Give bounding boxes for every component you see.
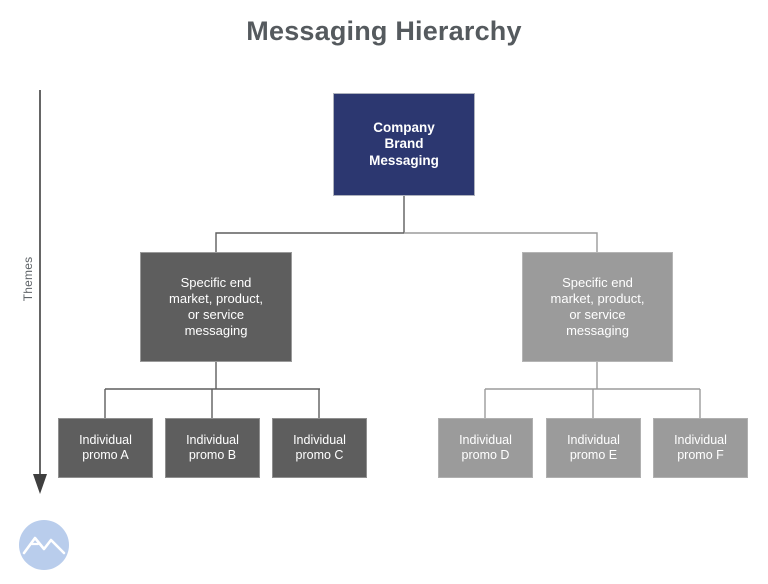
node-individual-promo-a[interactable]: Individual promo A [58, 418, 153, 478]
themes-arrow-icon [33, 90, 47, 494]
node-label: Specific end market, product, or service… [550, 275, 645, 338]
node-mid-right-specific-messaging[interactable]: Specific end market, product, or service… [522, 252, 673, 362]
edge-root-mid-right [404, 232, 598, 252]
edge-root-mid-left [215, 232, 404, 252]
mountain-logo-icon [19, 520, 69, 570]
node-individual-promo-b[interactable]: Individual promo B [165, 418, 260, 478]
node-individual-promo-c[interactable]: Individual promo C [272, 418, 367, 478]
node-label: Individual promo C [293, 432, 346, 462]
node-label: Individual promo D [459, 432, 512, 462]
node-label: Individual promo A [79, 432, 132, 462]
node-label: Company Brand Messaging [369, 119, 439, 168]
node-label: Individual promo B [186, 432, 239, 462]
node-label: Specific end market, product, or service… [169, 275, 263, 338]
node-individual-promo-d[interactable]: Individual promo D [438, 418, 533, 478]
node-company-brand-messaging[interactable]: Company Brand Messaging [333, 93, 475, 196]
node-label: Individual promo E [567, 432, 620, 462]
node-mid-left-specific-messaging[interactable]: Specific end market, product, or service… [140, 252, 292, 362]
themes-axis-label: Themes [21, 256, 35, 302]
node-individual-promo-e[interactable]: Individual promo E [546, 418, 641, 478]
page-title: Messaging Hierarchy [246, 16, 522, 46]
node-individual-promo-f[interactable]: Individual promo F [653, 418, 748, 478]
node-label: Individual promo F [674, 432, 727, 462]
